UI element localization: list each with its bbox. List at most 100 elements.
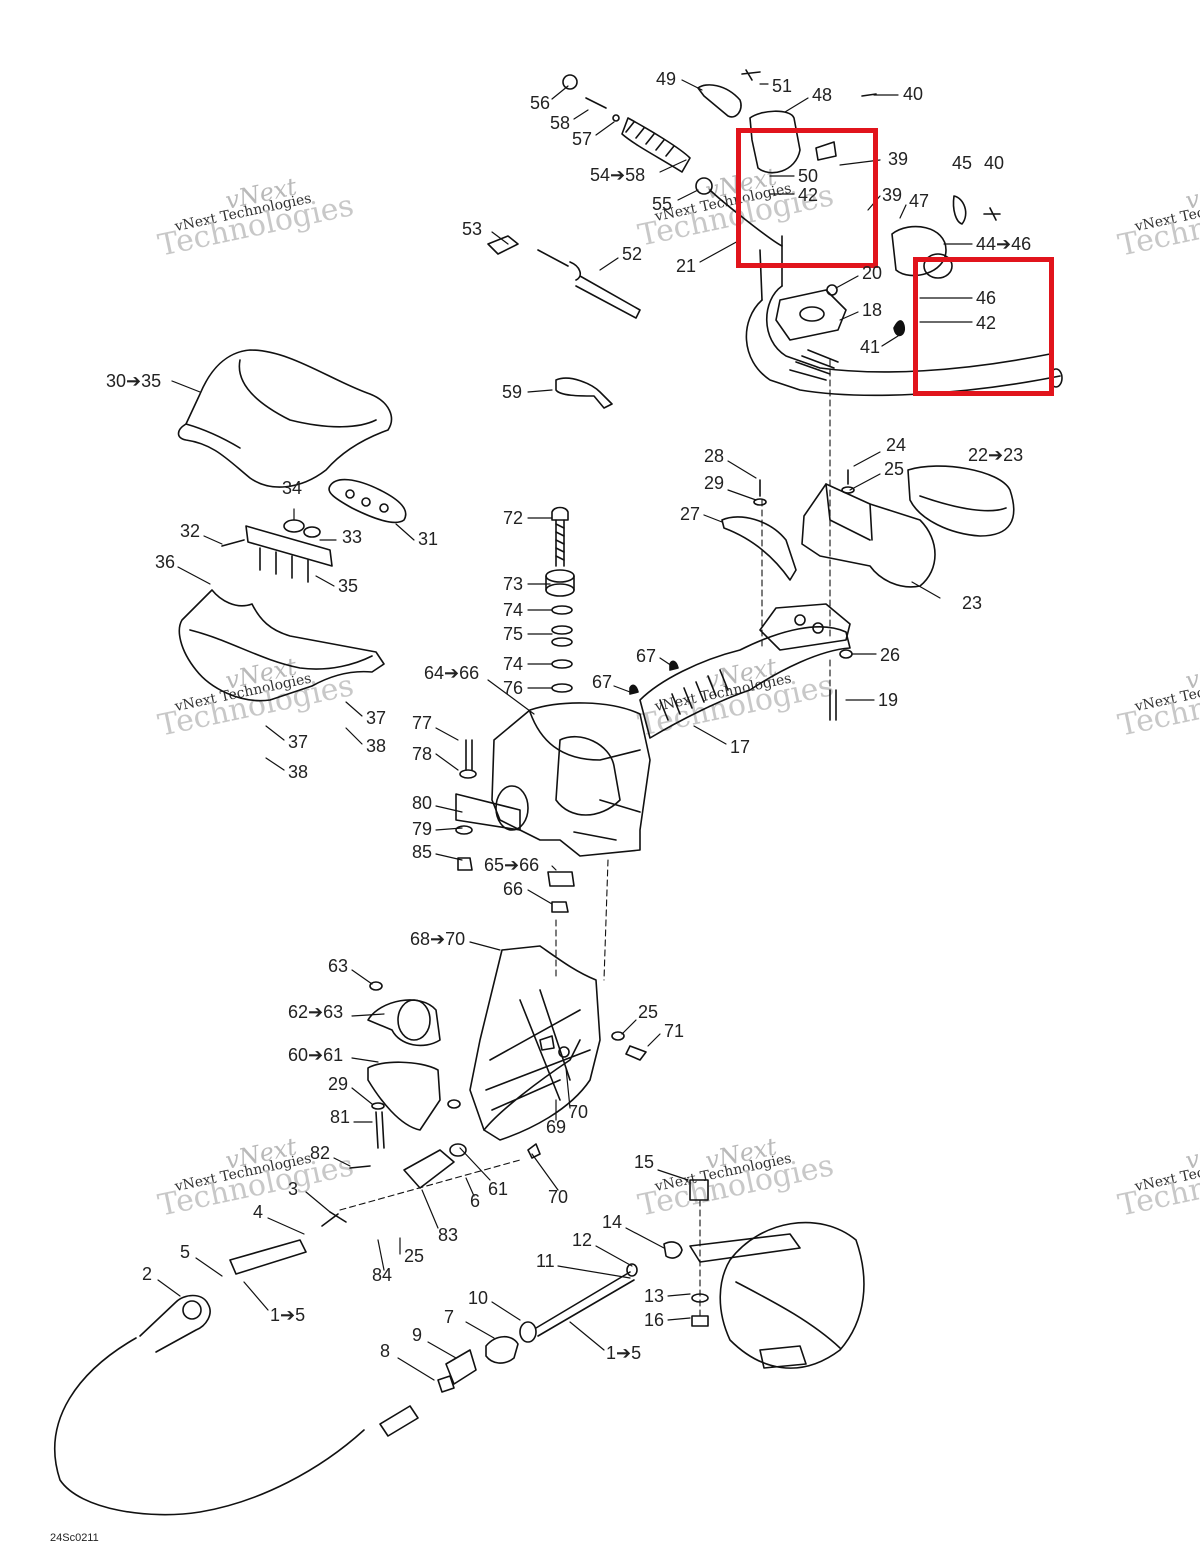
part-callout: 18: [862, 300, 883, 320]
part-callout: 4: [253, 1202, 264, 1222]
part-callout: 13: [644, 1286, 665, 1306]
steering-cable: [54, 1143, 865, 1516]
bolt-stack: [545, 506, 575, 693]
part-callout: 50: [798, 166, 819, 186]
support-plate: [328, 478, 407, 524]
part-callout: 63: [328, 956, 349, 976]
part-callout: 2: [142, 1264, 153, 1284]
part-callout: 28: [704, 446, 725, 466]
part-callout: 81: [330, 1107, 351, 1127]
part-callout: 6: [470, 1191, 481, 1211]
part-callout: 58: [550, 113, 571, 133]
part-callout: 3: [288, 1179, 299, 1199]
part-callout: 71: [664, 1021, 685, 1041]
part-callout: 75: [503, 624, 524, 644]
part-callout: 27: [680, 504, 701, 524]
part-callout: 67: [592, 672, 613, 692]
part-callout: 25: [638, 1002, 659, 1022]
part-callout: 72: [503, 508, 524, 528]
part-callout: 54➔58: [590, 165, 646, 185]
leader-lines: [157, 79, 973, 1381]
part-callout: 40: [984, 153, 1005, 173]
part-callout: 5: [180, 1242, 191, 1262]
steering-bracket: [721, 465, 1015, 588]
part-callout: 1➔5: [606, 1343, 642, 1363]
part-callout: 74: [503, 600, 524, 620]
part-callout: 48: [812, 85, 833, 105]
part-callout: 70: [548, 1187, 569, 1207]
part-callout: 22➔23: [968, 445, 1024, 465]
part-callout: 30➔35: [106, 371, 162, 391]
part-callout: 68➔70: [410, 929, 466, 949]
part-callout: 65➔66: [484, 855, 540, 875]
part-callout: 17: [730, 737, 751, 757]
part-callout: 57: [572, 129, 593, 149]
switch-block: [221, 519, 333, 583]
part-callout: 15: [634, 1152, 655, 1172]
part-callout: 85: [412, 842, 433, 862]
part-callout: 82: [310, 1143, 331, 1163]
part-callout: 32: [180, 521, 201, 541]
handlebar-assembly: [487, 69, 1063, 409]
part-callout: 7: [444, 1307, 455, 1327]
part-callout: 33: [342, 527, 363, 547]
part-callout: 29: [328, 1074, 349, 1094]
steering-shaft: [629, 603, 853, 739]
part-callout: 36: [155, 552, 176, 572]
part-callout: 76: [503, 678, 524, 698]
handlebar-cover: [177, 349, 393, 488]
part-callout: 38: [366, 736, 387, 756]
part-callout: 38: [288, 762, 309, 782]
part-callout: 53: [462, 219, 483, 239]
part-callout: 14: [602, 1212, 623, 1232]
part-callout: 21: [676, 256, 697, 276]
part-callout: 49: [656, 69, 677, 89]
part-callout: 62➔63: [288, 1002, 344, 1022]
part-callout: 67: [636, 646, 657, 666]
part-callout: 79: [412, 819, 433, 839]
part-callout: 20: [862, 263, 883, 283]
part-callout: 12: [572, 1230, 593, 1250]
part-callout: 51: [772, 76, 793, 96]
column-housing: [455, 702, 651, 913]
steering-cover: [178, 589, 385, 702]
cable-mount: [349, 981, 461, 1169]
part-callout: 29: [704, 473, 725, 493]
part-callout: 47: [909, 191, 930, 211]
part-callout: 73: [503, 574, 524, 594]
part-callout: 23: [962, 593, 983, 613]
part-callout: 9: [412, 1325, 423, 1345]
steering-support: [469, 945, 647, 1159]
part-callout: 74: [503, 654, 524, 674]
part-callout: 40: [903, 84, 924, 104]
part-callout: 11: [536, 1251, 555, 1271]
part-callout: 24: [886, 435, 907, 455]
part-callout: 1➔5: [270, 1305, 306, 1325]
part-callout: 39: [882, 185, 903, 205]
part-callout: 25: [404, 1246, 425, 1266]
part-callout: 35: [338, 576, 359, 596]
part-callout: 42: [976, 313, 997, 333]
part-callout: 44➔46: [976, 234, 1032, 254]
part-callout: 80: [412, 793, 433, 813]
part-callout: 45: [952, 153, 973, 173]
part-callout: 16: [644, 1310, 665, 1330]
part-callout: 39: [888, 149, 909, 169]
part-callout: 60➔61: [288, 1045, 344, 1065]
part-callout: 8: [380, 1341, 391, 1361]
highlight-box: [913, 257, 1054, 396]
highlight-box: [736, 128, 878, 268]
part-callout: 42: [798, 185, 819, 205]
part-callout: 34: [282, 478, 303, 498]
part-callout: 59: [502, 382, 523, 402]
part-callout: 64➔66: [424, 663, 480, 683]
part-callout: 26: [880, 645, 901, 665]
part-callout: 25: [884, 459, 905, 479]
part-callout: 46: [976, 288, 997, 308]
part-callout: 56: [530, 93, 551, 113]
part-callout: 41: [860, 337, 881, 357]
drawing-code: 24Sc0211: [50, 1532, 99, 1544]
part-callout: 37: [288, 732, 309, 752]
